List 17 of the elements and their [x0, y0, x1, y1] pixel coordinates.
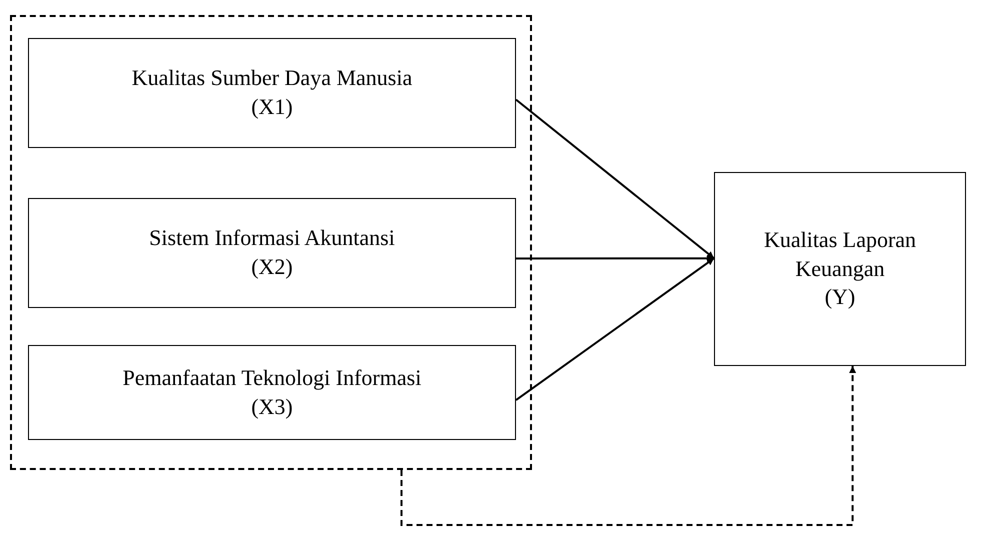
box-label: Kualitas Laporan Keuangan: [762, 226, 918, 283]
box-label: (Y): [824, 283, 856, 312]
box-label: Sistem Informasi Akuntansi: [149, 224, 395, 252]
group-box: [10, 15, 532, 470]
arrow: [516, 254, 714, 262]
variable-box: [28, 198, 516, 308]
box-label: (X2): [251, 253, 293, 281]
box-label: Kualitas Sumber Daya Manusia: [132, 64, 412, 92]
arrow: [515, 258, 715, 401]
box-label: (X1): [251, 93, 293, 121]
variable-box: [714, 172, 966, 366]
box-label: (X3): [251, 392, 293, 421]
arrow: [515, 98, 715, 260]
variable-box: [28, 38, 516, 148]
arrow: [400, 366, 856, 526]
box-label: Pemanfaatan Teknologi Informasi: [122, 364, 422, 392]
variable-box: [28, 345, 516, 440]
